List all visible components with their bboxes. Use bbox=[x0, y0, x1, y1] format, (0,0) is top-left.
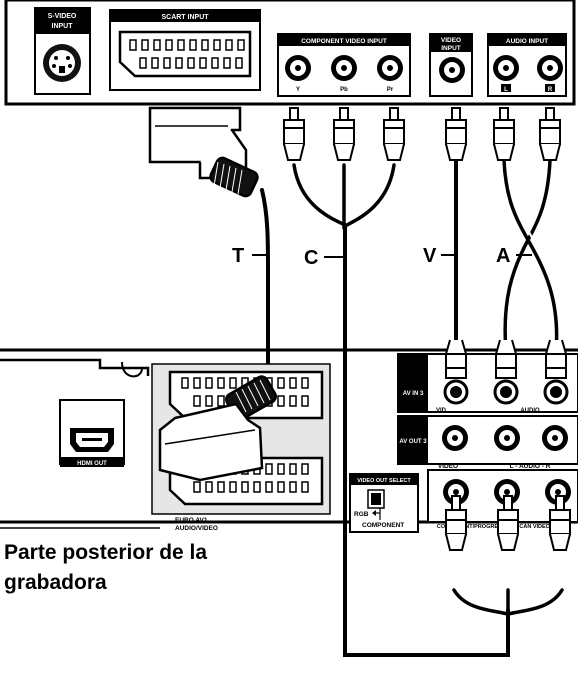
hdmi-out-label: HDMI OUT bbox=[77, 461, 107, 467]
video-plug-recorder bbox=[443, 339, 469, 405]
audio-plug-recorder-l bbox=[493, 339, 519, 405]
cable-label-v: V bbox=[423, 245, 437, 267]
video-input-label-line2: INPUT bbox=[441, 45, 461, 52]
av-in3-label: AV IN 3 bbox=[403, 391, 424, 397]
euro-av1-label-line2: AUDIO/VIDEO bbox=[175, 525, 218, 532]
av-out3-audio-l-jack bbox=[494, 425, 520, 451]
euro-av1-label-line1: EURO AV1 bbox=[175, 517, 208, 524]
caption-line-1: Parte posterior de la bbox=[4, 541, 208, 564]
av-panel: AV IN 3 VID AUDIO AV OUT 3 VIDEO L - AUD… bbox=[397, 353, 578, 530]
audio-plug-tv-l bbox=[493, 107, 515, 161]
scart-cable-wire bbox=[260, 188, 270, 394]
component-plug-recorder-pr bbox=[549, 495, 571, 551]
scart-input-block: SCART INPUT bbox=[109, 9, 261, 91]
rgb-label: RGB bbox=[354, 511, 369, 518]
audio-input-block: AUDIO INPUT L R bbox=[487, 33, 567, 97]
audio-input-jack-l bbox=[493, 55, 519, 81]
video-out-select-label: VIDEO OUT SELECT bbox=[357, 478, 411, 484]
component-input-jack-pb bbox=[331, 55, 357, 81]
audio-jack-label-l: L bbox=[504, 87, 508, 93]
component-video-input-block: COMPONENT VIDEO INPUT Y Pb Pr bbox=[277, 33, 411, 97]
component-jack-label-pb: Pb bbox=[340, 87, 348, 93]
cable-label-t: T bbox=[232, 245, 244, 267]
component-input-jack-pr bbox=[377, 55, 403, 81]
video-input-block: VIDEO INPUT bbox=[429, 33, 473, 97]
av-in3-audio-label: AUDIO bbox=[520, 408, 540, 414]
audio-jack-label-r: R bbox=[548, 87, 553, 93]
component-switch-label: COMPONENT bbox=[362, 522, 404, 529]
cable-labels: T C V A bbox=[232, 245, 532, 269]
component-plug-recorder-pb bbox=[497, 495, 519, 551]
cable-label-a: A bbox=[496, 245, 510, 267]
svideo-input-block: S-VIDEO INPUT bbox=[34, 7, 91, 95]
video-input-label-line1: VIDEO bbox=[441, 37, 461, 44]
recorder-back-panel: HDMI OUT EURO AV1 AUDIO/VIDEO bbox=[0, 339, 578, 551]
component-plug-recorder-y bbox=[445, 495, 467, 551]
video-plug-tv bbox=[445, 107, 467, 161]
svideo-label-line1: S-VIDEO bbox=[48, 13, 77, 20]
av-out3-video-label: VIDEO bbox=[438, 463, 458, 470]
av-out3-audio-label: L - AUDIO - R bbox=[510, 463, 551, 470]
component-plug-tv-1 bbox=[283, 107, 305, 161]
component-input-label: COMPONENT VIDEO INPUT bbox=[301, 38, 387, 45]
component-jack-label-pr: Pr bbox=[387, 87, 394, 93]
audio-plug-recorder-r bbox=[543, 339, 569, 405]
caption-line-2: grabadora bbox=[4, 571, 107, 594]
video-out-select-block: VIDEO OUT SELECT RGB COMPONENT bbox=[349, 473, 419, 533]
tv-back-panel: S-VIDEO INPUT SCART INPUT COMPONENT VIDE… bbox=[4, 0, 576, 106]
av-out3-video-jack bbox=[442, 425, 468, 451]
scart-plug-tv-side bbox=[148, 106, 259, 198]
audio-input-jack-r bbox=[537, 55, 563, 81]
av-in3-video-label: VID bbox=[436, 408, 447, 414]
scart-input-label: SCART INPUT bbox=[161, 14, 209, 21]
recorder-rear-caption: Parte posterior de la grabadora bbox=[4, 538, 304, 598]
svideo-label-line2: INPUT bbox=[52, 23, 74, 30]
audio-input-label: AUDIO INPUT bbox=[506, 38, 548, 45]
rca-plugs-recorder-side bbox=[443, 339, 571, 551]
av-out3-label: AV OUT 3 bbox=[399, 439, 427, 445]
component-jack-label-y: Y bbox=[296, 87, 300, 93]
scart-plug-recorder-side bbox=[158, 375, 277, 482]
audio-plug-tv-r bbox=[539, 107, 561, 161]
rca-plugs-tv-side bbox=[283, 107, 561, 161]
component-cable-bundle bbox=[343, 223, 510, 657]
component-input-jack-y bbox=[285, 55, 311, 81]
component-plug-tv-2 bbox=[333, 107, 355, 161]
component-plug-tv-3 bbox=[383, 107, 405, 161]
cable-label-c: C bbox=[304, 247, 318, 269]
hdmi-out-block: HDMI OUT bbox=[59, 399, 125, 467]
av-out3-audio-r-jack bbox=[542, 425, 568, 451]
